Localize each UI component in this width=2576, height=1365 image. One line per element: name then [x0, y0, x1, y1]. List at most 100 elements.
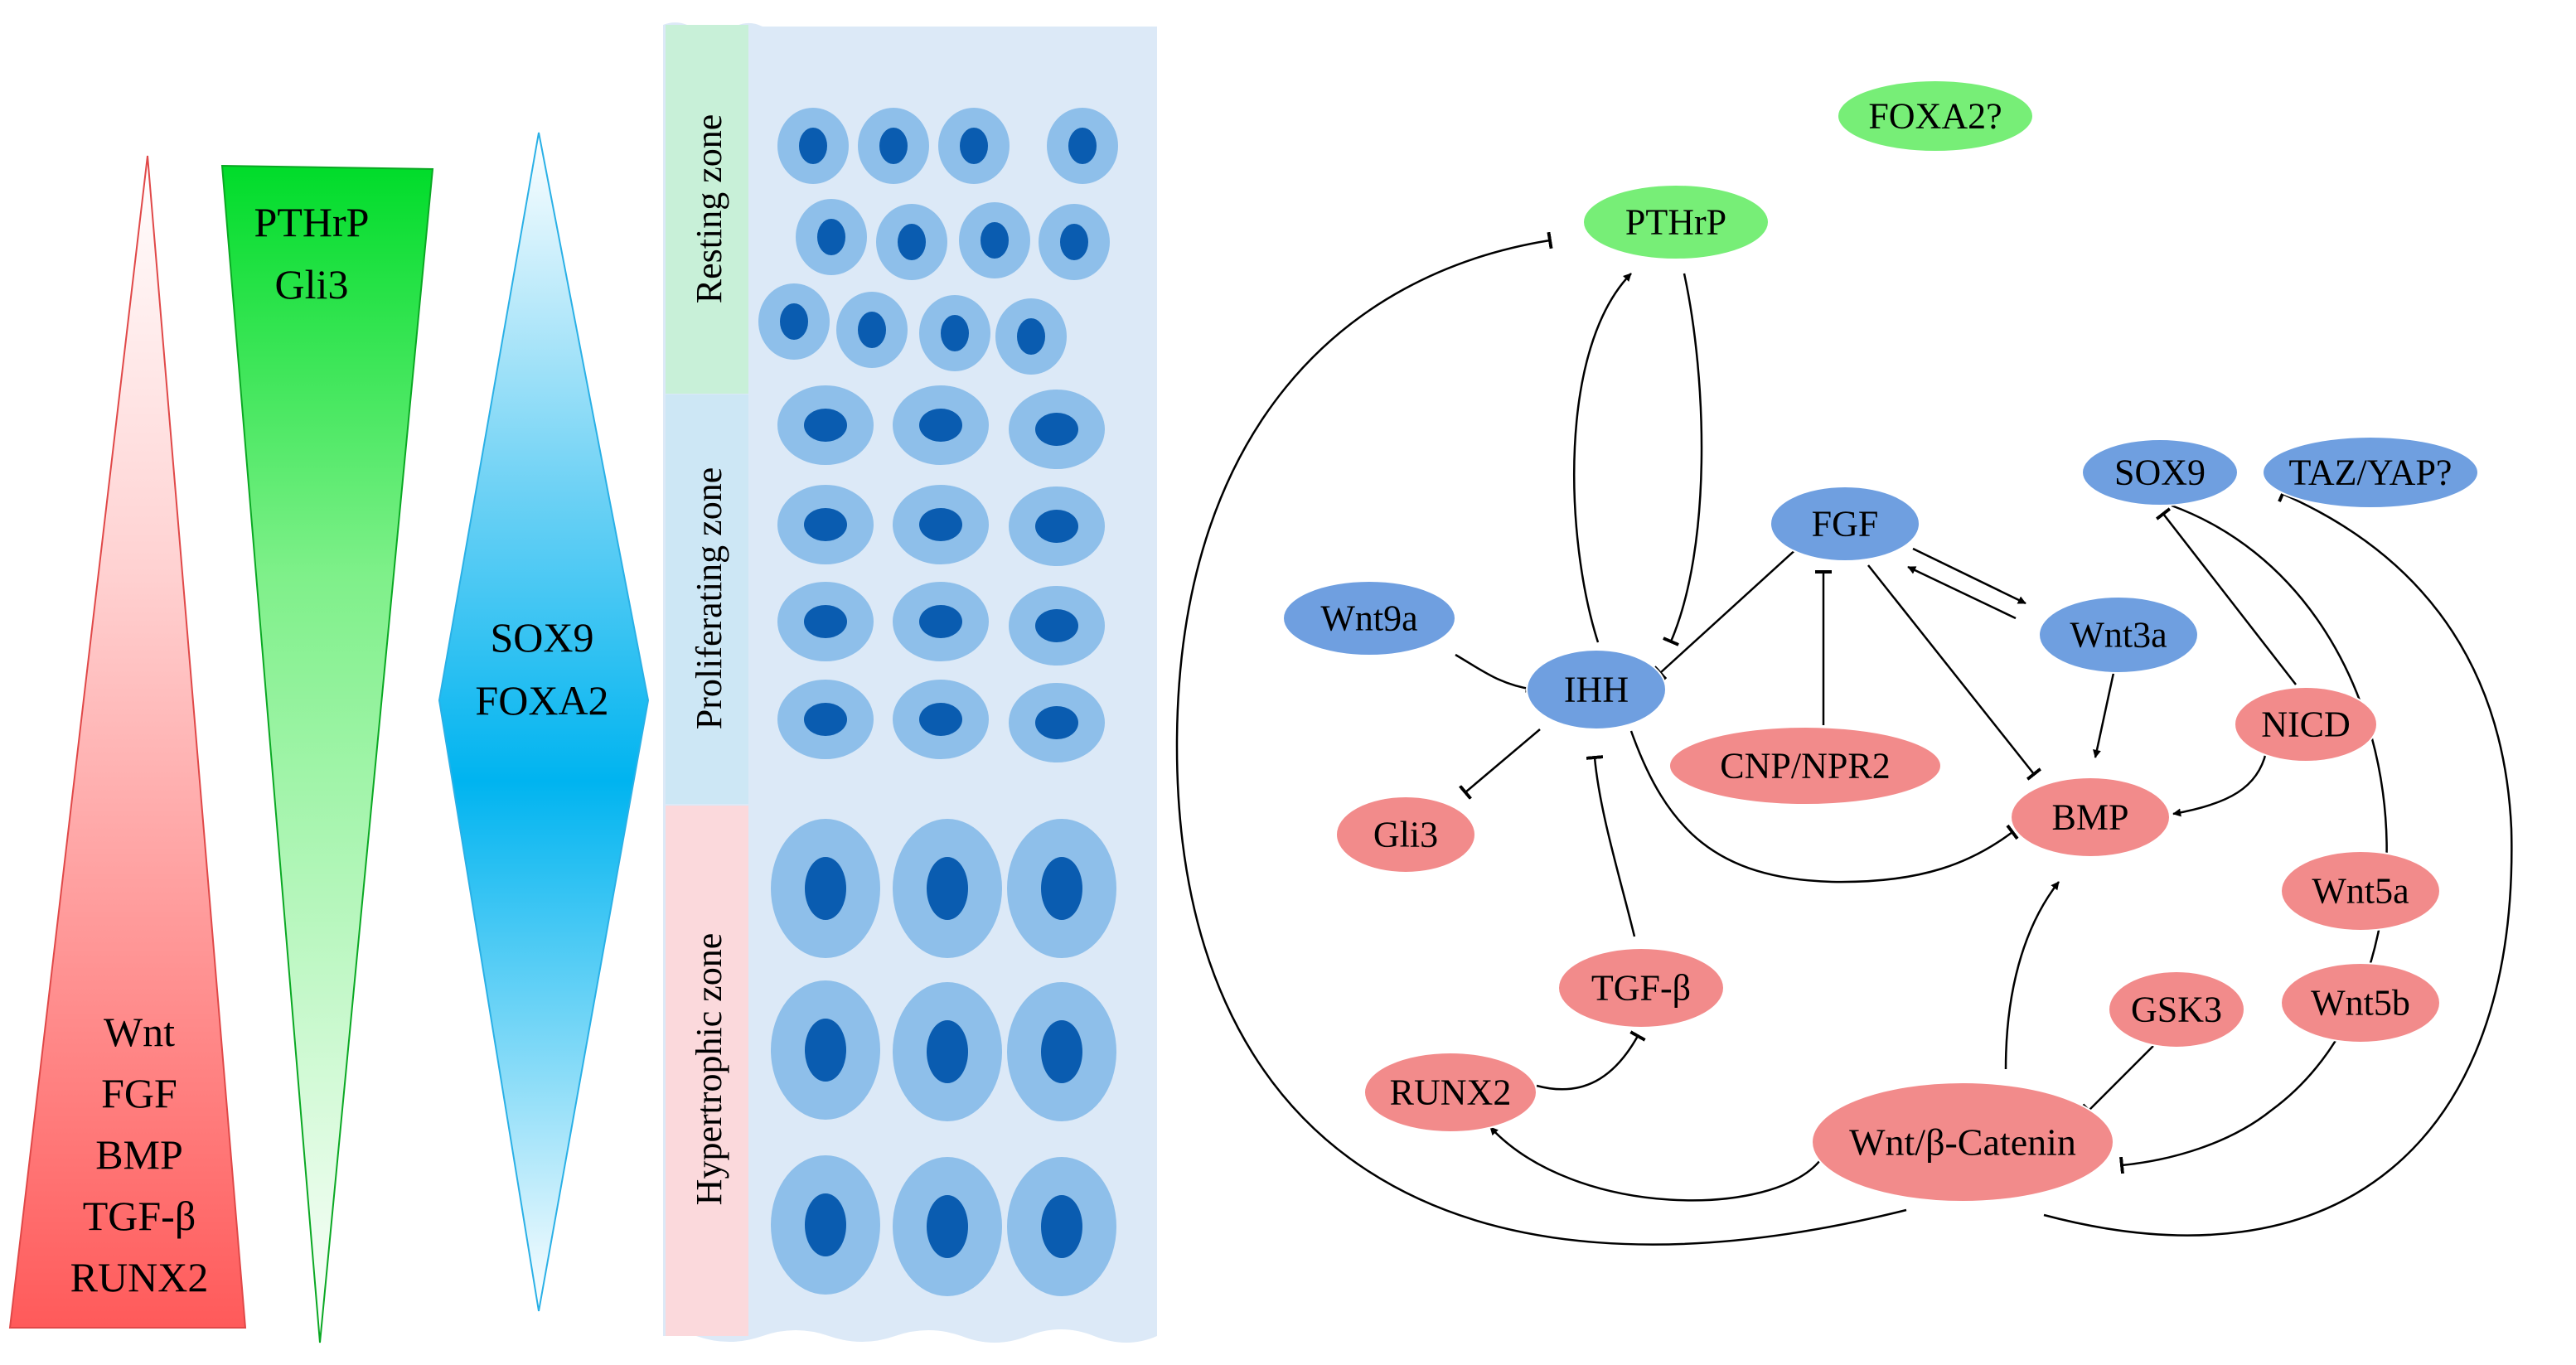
red-triangle-label-wnt: Wnt	[104, 1009, 175, 1055]
cell-nucleus	[1041, 1020, 1082, 1083]
cell-nucleus	[919, 409, 962, 442]
proliferating-cell	[1009, 683, 1105, 762]
cell-nucleus	[1041, 1195, 1082, 1258]
cell-nucleus	[927, 1020, 968, 1083]
node-nicd: NICD	[2234, 686, 2378, 762]
cell-nucleus	[919, 605, 962, 638]
cell-nucleus	[804, 409, 847, 442]
edge-tgfb-inhibits-ihh	[1586, 755, 1636, 937]
node-wnt3a: Wnt3a	[2038, 596, 2199, 674]
proliferating-cell	[1009, 486, 1105, 566]
node-foxa2-label: FOXA2?	[1868, 96, 2002, 137]
node-runx2-shape	[1363, 1052, 1537, 1133]
node-pthrp-shape	[1582, 184, 1770, 260]
proliferating-cell	[777, 385, 874, 465]
edge-nicd-activates-bmp	[2172, 752, 2268, 817]
resting-zone-band	[666, 25, 748, 394]
chondrocyte-cells	[758, 108, 1118, 1296]
green-triangle-label-gli3: Gli3	[275, 261, 349, 307]
resting-cell	[858, 108, 929, 184]
edge-fgf-inhibits-bmp	[1867, 564, 2042, 781]
node-gli3-shape	[1335, 796, 1476, 874]
edge-fgf-to-wnt3a	[1912, 547, 2026, 605]
node-fgf-label: FGF	[1812, 504, 1879, 545]
cell-nucleus	[1035, 413, 1078, 446]
node-fgf-shape	[1770, 486, 1920, 562]
cell-nucleus	[919, 703, 962, 736]
resting-cell	[995, 298, 1067, 375]
node-wnt9a-shape	[1282, 580, 1456, 656]
edge-wnt9a-activates-ihh	[1455, 653, 1534, 693]
cell-nucleus	[805, 857, 846, 920]
resting-cell	[938, 108, 1010, 184]
cell-nucleus	[1035, 510, 1078, 543]
node-ihh: IHH	[1526, 649, 1667, 730]
red-triangle-label-tgfb: TGF-β	[83, 1193, 196, 1239]
cell-nucleus	[1060, 224, 1088, 260]
cell-nucleus	[879, 128, 908, 164]
node-wnt5a: Wnt5a	[2280, 850, 2441, 932]
hypertrophic-cell	[1007, 819, 1116, 958]
node-fgf: FGF	[1770, 486, 1920, 562]
node-wntbcat-label: Wnt/β-Catenin	[1849, 1121, 2076, 1164]
edge-nicd-inhibits-sox9	[2155, 507, 2297, 685]
node-bmp-shape	[2010, 777, 2171, 858]
node-foxa2-shape	[1837, 80, 2034, 152]
blue-gradient-diamond: SOX9 FOXA2	[438, 132, 650, 1312]
cell-nucleus	[981, 222, 1009, 259]
red-triangle-label-runx2: RUNX2	[70, 1254, 209, 1300]
edge-wnt3a-activates-bmp	[2093, 672, 2115, 758]
node-nicd-label: NICD	[2261, 704, 2351, 745]
cell-nucleus	[1017, 318, 1045, 355]
proliferating-cell	[1009, 390, 1105, 469]
node-sox9-shape	[2081, 438, 2239, 506]
red-triangle-label-fgf: FGF	[101, 1070, 177, 1116]
node-wntbcat: Wnt/β-Catenin	[1811, 1082, 2114, 1203]
hypertrophic-zone-band	[666, 806, 748, 1336]
cell-nucleus	[1035, 609, 1078, 642]
proliferating-cell	[777, 582, 874, 661]
hypertrophic-cell	[1007, 1157, 1116, 1296]
cell-nucleus	[858, 312, 886, 348]
node-pthrp-label: PTHrP	[1625, 202, 1726, 243]
resting-cell	[796, 199, 867, 275]
hypertrophic-cell	[771, 1155, 880, 1295]
node-wnt5b-label: Wnt5b	[2311, 983, 2410, 1024]
proliferating-cell	[1009, 586, 1105, 666]
resting-cell	[959, 202, 1030, 278]
blue-diamond-label-sox9: SOX9	[490, 614, 593, 661]
cell-nucleus	[1041, 857, 1082, 920]
resting-cell	[1039, 204, 1110, 280]
node-wnt9a: Wnt9a	[1282, 580, 1456, 656]
resting-cell	[758, 283, 830, 360]
edge-fgf-inhibits-ihh	[1653, 546, 1799, 680]
node-wntbcat-shape	[1811, 1082, 2114, 1203]
node-tazyap-shape	[2262, 436, 2479, 509]
edge-gsk3-inhibits-wntbcat	[2081, 1045, 2154, 1118]
edge-ihh-activates-pthrp	[1572, 273, 1632, 643]
green-gradient-triangle: PTHrP Gli3	[220, 164, 434, 1343]
node-sox9-label: SOX9	[2114, 453, 2206, 493]
node-wnt5a-shape	[2280, 850, 2441, 932]
cell-nucleus	[919, 508, 962, 541]
proliferating-cell	[893, 582, 989, 661]
cell-nucleus	[927, 1195, 968, 1258]
node-ihh-label: IHH	[1564, 670, 1629, 710]
node-bmp: BMP	[2010, 777, 2171, 858]
proliferating-zone-label: Proliferating zone	[689, 467, 729, 729]
edge-ihh-bmp	[1629, 730, 2019, 883]
hypertrophic-cell	[893, 1157, 1002, 1296]
cell-nucleus	[1068, 128, 1097, 164]
red-gradient-triangle: Wnt FGF BMP TGF-β RUNX2	[8, 155, 247, 1329]
edge-wntbcat-sox9-loop-outer	[2043, 486, 2513, 1237]
node-gli3-label: Gli3	[1373, 815, 1438, 855]
network-edges	[1175, 231, 2513, 1246]
hypertrophic-zone-label: Hypertrophic zone	[689, 933, 729, 1206]
hypertrophic-cell	[771, 980, 880, 1120]
node-tgfb: TGF-β	[1557, 947, 1725, 1029]
node-pthrp: PTHrP	[1582, 184, 1770, 260]
hypertrophic-cell	[1007, 982, 1116, 1121]
edge-wntbcat-inhibits-pthrp	[1175, 231, 1907, 1246]
